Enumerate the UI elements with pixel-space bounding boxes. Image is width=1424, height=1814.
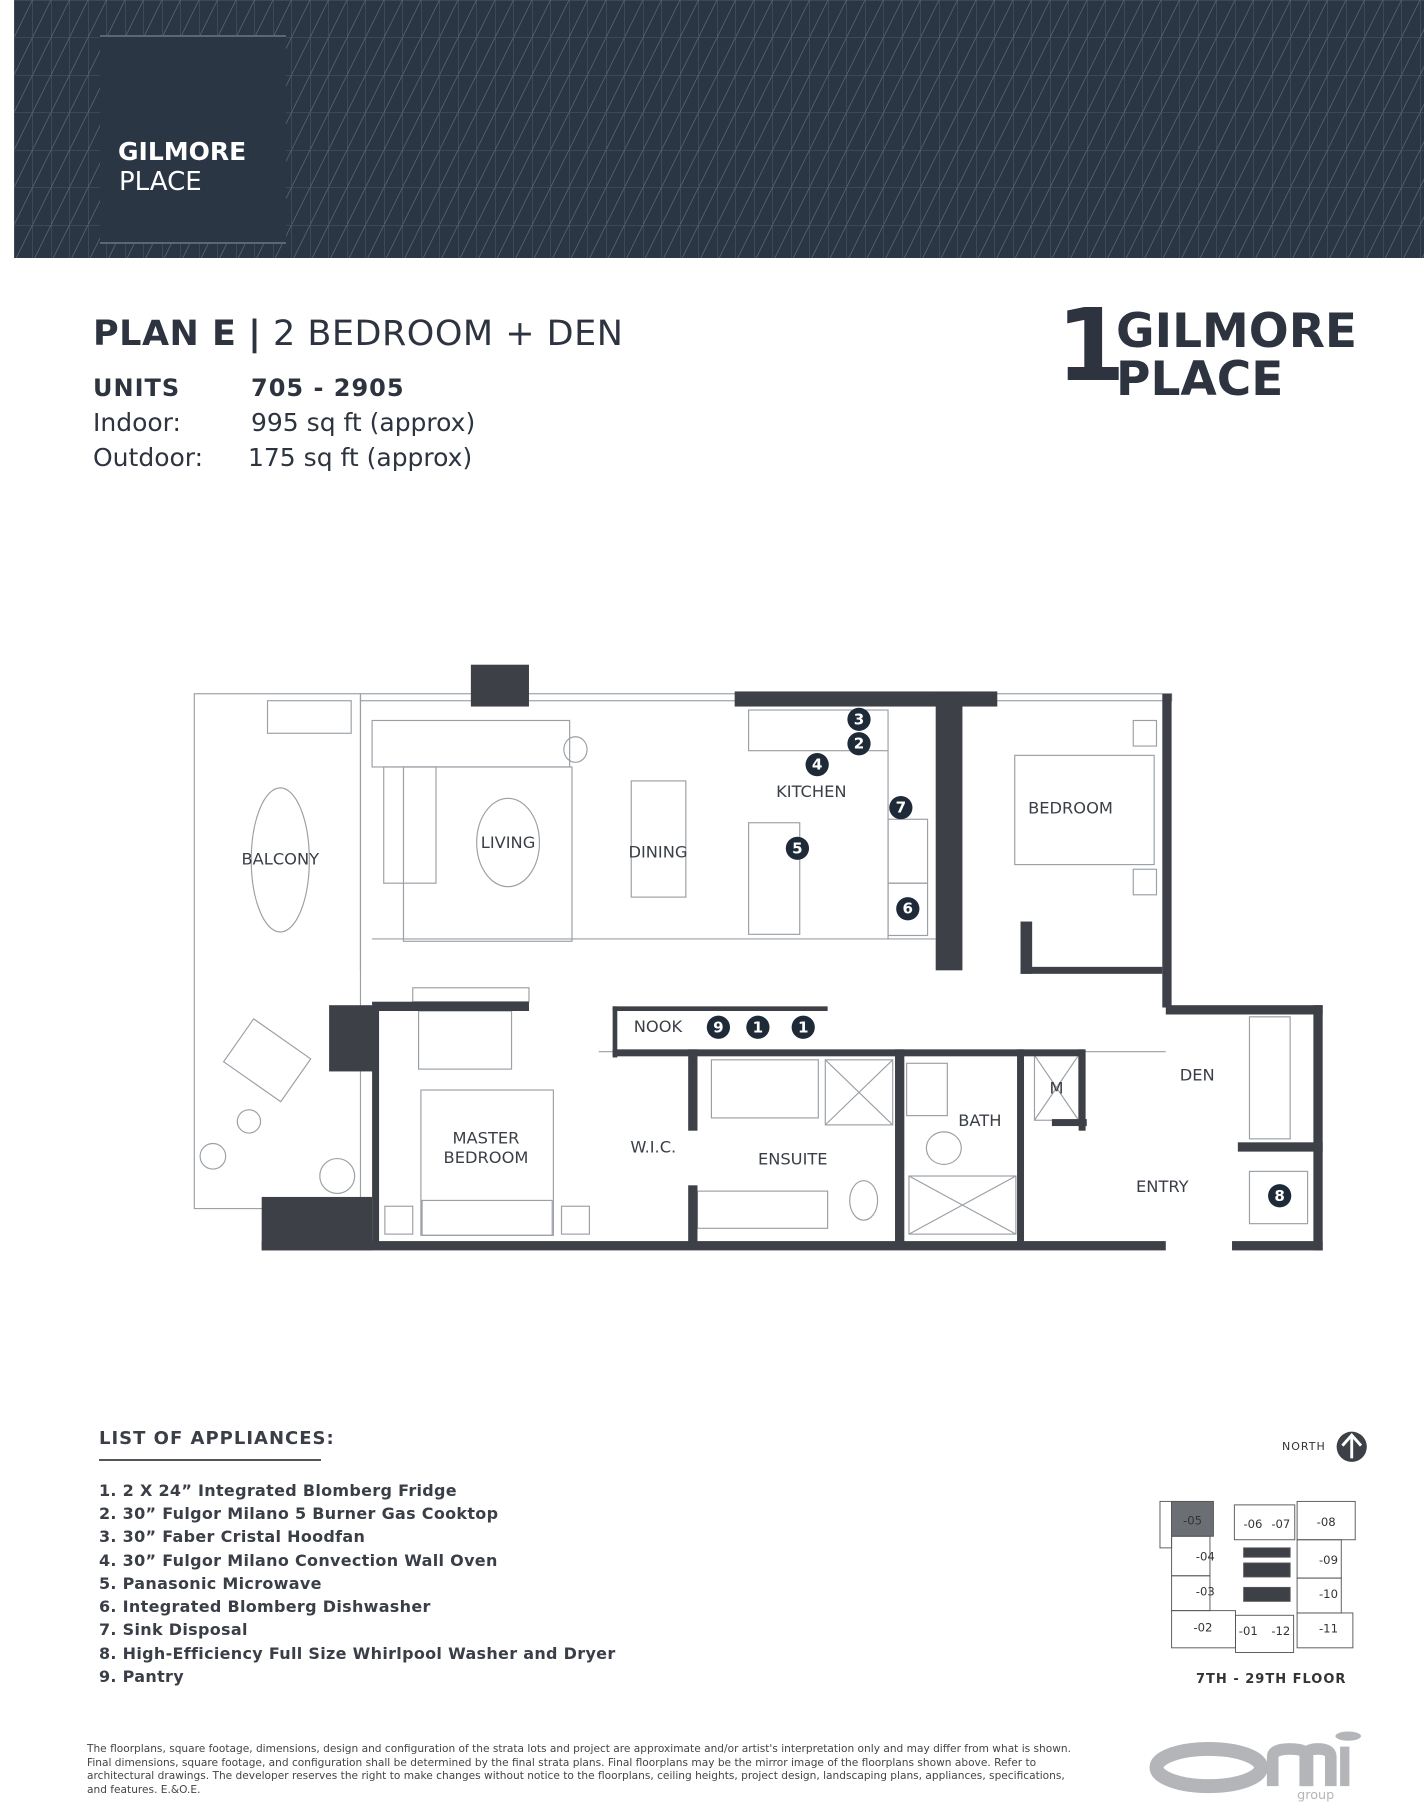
header-logo-line1: GILMORE <box>118 137 247 166</box>
appliances-title: LIST OF APPLIANCES: <box>99 1428 335 1449</box>
indoor-value: 995 sq ft (approx) <box>251 408 476 437</box>
key-plan-unit: -08 <box>1317 1515 1336 1529</box>
appliance-item: 3. 30” Faber Cristal Hoodfan <box>99 1527 366 1546</box>
brand-line2: PLACE <box>1116 352 1284 407</box>
appliance-item: 7. Sink Disposal <box>99 1620 248 1639</box>
appliance-marker-number: 7 <box>896 799 907 817</box>
title-separator: | <box>248 314 262 354</box>
room-label: W.I.C. <box>630 1138 676 1157</box>
key-plan-unit: -04 <box>1196 1550 1215 1564</box>
brand-number: 1 <box>1056 287 1126 404</box>
header-logo-line2: PLACE <box>119 167 202 197</box>
appliance-marker-icon <box>706 1015 731 1039</box>
appliance-marker-number: 9 <box>713 1018 724 1036</box>
key-plan-unit: -09 <box>1319 1553 1338 1567</box>
appliance-marker-icon <box>847 707 871 731</box>
key-plan-unit: -11 <box>1319 1622 1338 1636</box>
onni-group-logo: group <box>1149 1731 1362 1803</box>
appliance-marker-number: 2 <box>854 735 865 753</box>
appliance-marker-icon <box>785 836 810 860</box>
appliance-item: 8. High-Efficiency Full Size Whirlpool W… <box>99 1644 616 1663</box>
key-plan <box>1159 1500 1356 1653</box>
appliance-marker-icon <box>847 732 871 756</box>
appliance-marker-number: 3 <box>854 710 865 728</box>
outdoor-label: Outdoor: <box>93 443 204 472</box>
appliance-marker-number: 1 <box>798 1018 809 1036</box>
appliance-item: 9. Pantry <box>99 1667 184 1686</box>
room-label: LIVING <box>481 833 536 852</box>
brand-line1: GILMORE <box>1116 304 1358 359</box>
appliance-item: 6. Integrated Blomberg Dishwasher <box>99 1597 431 1616</box>
disclaimer: The floorplans, square footage, dimensio… <box>87 1743 1071 1796</box>
key-plan-units: -05 -06 -07 -08 -04 -09 -03 -10 -02 -01 -12 -11 <box>1183 1514 1338 1638</box>
room-label: BALCONY <box>242 849 320 868</box>
plan-title: PLAN E | 2 BEDROOM + DEN <box>93 314 623 354</box>
appliance-marker-number: 8 <box>1274 1187 1285 1205</box>
onni-group-sub: group <box>1297 1788 1334 1803</box>
appliance-item: 4. 30” Fulgor Milano Convection Wall Ove… <box>99 1551 498 1570</box>
key-plan-unit: -02 <box>1193 1621 1212 1635</box>
room-label: MASTER <box>453 1128 520 1147</box>
key-plan-unit: -06 <box>1243 1517 1262 1531</box>
plan-light-lines <box>193 693 1309 1236</box>
key-plan-unit: -05 <box>1183 1514 1202 1528</box>
appliance-marker-number: 1 <box>753 1018 764 1036</box>
appliance-marker-icon <box>1268 1184 1292 1208</box>
key-plan-unit: -07 <box>1271 1517 1290 1531</box>
room-label: ENSUITE <box>758 1149 828 1168</box>
floor-range-label: 7TH - 29TH FLOOR <box>1196 1672 1347 1687</box>
appliance-marker-icon <box>746 1015 770 1039</box>
appliance-marker-icon <box>889 796 913 820</box>
indoor-label: Indoor: <box>93 408 181 437</box>
appliance-item: 2. 30” Fulgor Milano 5 Burner Gas Cookto… <box>99 1504 499 1523</box>
room-label: KITCHEN <box>776 782 846 801</box>
appliance-marker-number: 6 <box>903 900 914 918</box>
room-labels: LIVING DINING KITCHEN BEDROOM BALCONY NOOK MAS… <box>242 782 1215 1196</box>
header-logo-box <box>100 35 286 244</box>
key-plan-unit: -03 <box>1196 1585 1215 1599</box>
north-label: NORTH <box>1282 1440 1326 1453</box>
key-plan-unit: -01 <box>1239 1624 1258 1638</box>
units-value: 705 - 2905 <box>251 374 405 402</box>
plan-type: 2 BEDROOM + DEN <box>273 314 624 354</box>
room-label: DEN <box>1180 1066 1215 1085</box>
room-label: BEDROOM <box>1028 798 1113 817</box>
appliance-marker-icon <box>805 753 829 777</box>
room-label: DINING <box>628 842 687 861</box>
plan-walls <box>261 664 1323 1251</box>
outdoor-value: 175 sq ft (approx) <box>248 443 473 472</box>
appliance-item: 5. Panasonic Microwave <box>99 1574 322 1593</box>
appliance-marker-icon <box>791 1015 815 1039</box>
room-label: BEDROOM <box>444 1148 529 1167</box>
appliance-marker-number: 5 <box>792 839 803 857</box>
room-label: NOOK <box>634 1017 683 1036</box>
room-label: M <box>1050 1078 1064 1097</box>
appliance-marker-icon <box>896 897 920 921</box>
plan-name: PLAN E <box>93 314 237 354</box>
key-plan-unit: -12 <box>1271 1624 1290 1638</box>
key-plan-unit: -10 <box>1319 1587 1338 1601</box>
appliances-divider <box>99 1459 321 1461</box>
appliance-item: 1. 2 X 24” Integrated Blomberg Fridge <box>99 1481 457 1500</box>
units-label: UNITS <box>93 374 181 402</box>
appliance-markers: 3 2 4 7 5 6 9 1 1 8 <box>706 707 1292 1208</box>
north-arrow-icon <box>1336 1431 1367 1462</box>
appliance-marker-number: 4 <box>812 756 823 774</box>
room-label: ENTRY <box>1136 1177 1189 1196</box>
room-label: BATH <box>958 1111 1001 1130</box>
